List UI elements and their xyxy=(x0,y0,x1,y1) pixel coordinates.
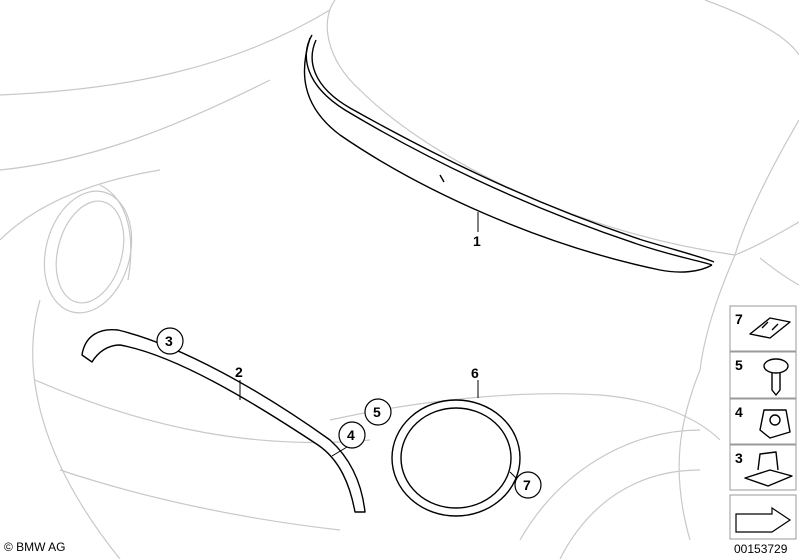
callout-6: 6 xyxy=(471,365,479,381)
side-label-5: 5 xyxy=(735,357,743,373)
part-6-headlight-ring xyxy=(391,399,521,517)
callout-circle-4 xyxy=(338,421,366,449)
side-box-7 xyxy=(729,305,797,352)
bracket-icon xyxy=(744,451,793,487)
callout-4: 4 xyxy=(347,427,355,443)
side-label-4: 4 xyxy=(735,404,743,420)
side-box-5 xyxy=(729,351,797,399)
part-1-hood-strip xyxy=(303,34,715,273)
callout-7: 7 xyxy=(523,477,531,493)
callout-circle-5 xyxy=(364,398,392,426)
clip-icon xyxy=(749,317,791,339)
side-box-3 xyxy=(729,444,797,491)
nut-icon xyxy=(759,409,791,439)
part-2-grille-trim xyxy=(81,328,366,513)
diagram-id: 00153729 xyxy=(734,542,788,556)
side-box-4 xyxy=(729,398,797,445)
side-label-7: 7 xyxy=(735,311,743,327)
callout-3: 3 xyxy=(165,333,173,349)
callout-5: 5 xyxy=(373,404,381,420)
copyright: © BMW AG xyxy=(4,540,66,554)
screw-icon xyxy=(763,358,789,374)
arrow-icon xyxy=(735,506,792,533)
callout-circle-7 xyxy=(514,471,542,499)
callout-circle-3 xyxy=(156,327,184,355)
callout-2: 2 xyxy=(235,364,243,380)
callout-1: 1 xyxy=(473,233,481,249)
side-panel: 7 5 4 3 xyxy=(729,305,797,540)
side-label-3: 3 xyxy=(735,450,743,466)
